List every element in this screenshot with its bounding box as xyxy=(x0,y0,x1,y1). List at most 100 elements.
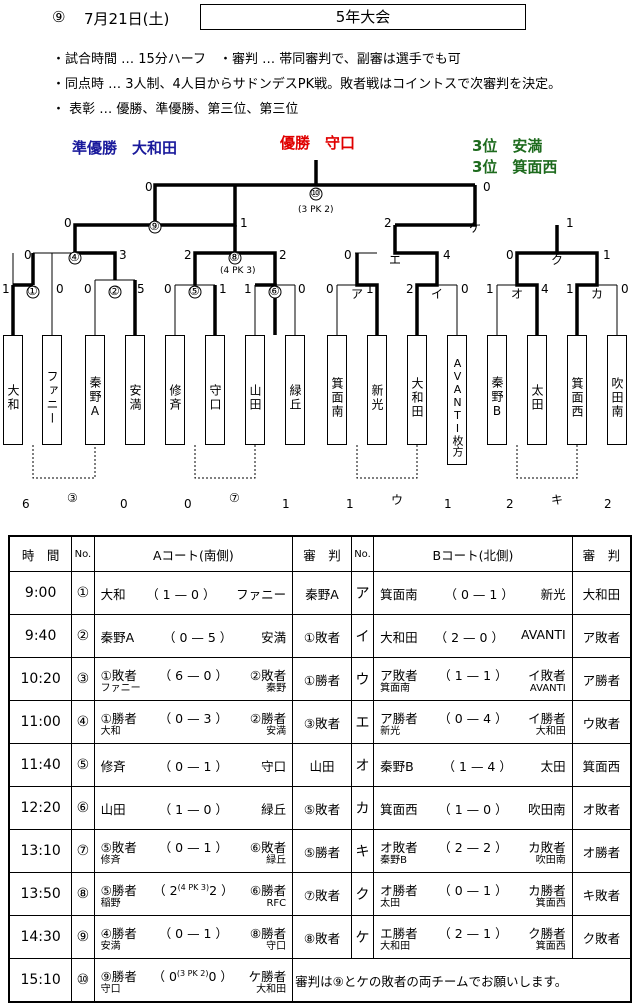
score: 1 xyxy=(282,497,290,511)
team-left: 山田 xyxy=(100,801,126,817)
team-right: ⑥敗者 xyxy=(249,839,287,855)
referee-cell: 秦野A xyxy=(292,571,352,615)
pk-score: (3 PK 2) xyxy=(176,968,209,978)
score: 0 xyxy=(24,248,32,262)
team-right: ファニー xyxy=(236,586,287,602)
tournament-bracket xyxy=(11,160,618,479)
referee-cell: ク敗者 xyxy=(571,915,632,959)
team-box: 秦野A xyxy=(85,335,105,445)
match-score: （ 0 — 3 ） xyxy=(158,710,228,726)
score: 4 xyxy=(443,248,451,262)
referee-cell: ⑦敗者 xyxy=(292,872,352,916)
match-score: （ 1 — 4 ） xyxy=(442,758,512,774)
match-score: （ 2(4 PK 3)2 ） xyxy=(153,880,233,899)
match-line: 大和田（ 2 — 0 ）AVANTI xyxy=(374,627,572,646)
team-right-sub: 大和田 xyxy=(535,725,566,737)
score: 3 xyxy=(119,248,127,262)
page-title: 5年大会 xyxy=(200,4,526,30)
match-score: （ 1 — 0 ） xyxy=(158,801,228,817)
team-right-sub: 箕面西 xyxy=(535,940,566,952)
match-no-cell: ⑦ xyxy=(71,829,95,873)
match-no-cell: カ xyxy=(350,786,375,830)
referee-cell: ア敗者 xyxy=(571,614,632,658)
match-cell: 修斉（ 0 — 1 ）守口 xyxy=(93,743,294,787)
score: 1 xyxy=(2,282,10,296)
match-cell: 秦野B（ 1 — 4 ）太田 xyxy=(373,743,573,787)
match-no-cell: ④ xyxy=(71,700,95,744)
referee-cell: 箕面西 xyxy=(571,743,632,787)
match-subline: 新光大和田 xyxy=(374,725,572,737)
match-subline: 安満守口 xyxy=(95,941,293,952)
score: 2 xyxy=(604,497,612,511)
referee-cell: ③敗者 xyxy=(292,700,352,744)
team-right: イ敗者 xyxy=(528,667,566,683)
team-left: エ勝者 xyxy=(380,925,418,941)
match-score: （ 0 — 1 ） xyxy=(158,925,228,941)
time-cell: 13:50 xyxy=(8,872,73,916)
team-box: 秦野B xyxy=(487,335,507,445)
referee-cell: キ敗者 xyxy=(571,872,632,916)
match-label: イ xyxy=(431,287,444,301)
score-right: 2 ） xyxy=(209,882,234,898)
team-right: イ勝者 xyxy=(528,710,566,726)
pk-label: (4 PK 3) xyxy=(220,266,256,276)
team-right: 緑丘 xyxy=(261,801,287,817)
team-right-sub: RFC xyxy=(266,897,287,909)
table-header-row: 時 間 No. Aコート(南側) 審 判 No. Bコート(北側) 審 判 xyxy=(8,535,632,572)
team-left: オ勝者 xyxy=(380,882,418,898)
team-box: 吹田南 xyxy=(607,335,627,445)
team-name: 秦野A xyxy=(88,376,102,420)
match-score: （ 2 — 2 ） xyxy=(438,839,508,855)
header-time: 時 間 xyxy=(8,535,73,572)
match-line: 大和（ 1 — 0 ）ファニー xyxy=(95,584,293,603)
match-no-cell: ③ xyxy=(71,657,95,701)
match-line: 修斉（ 0 — 1 ）守口 xyxy=(95,756,293,775)
time-cell: 14:30 xyxy=(8,915,73,959)
header-referee: 審 判 xyxy=(571,535,632,572)
pk-score: (4 PK 3) xyxy=(177,882,210,892)
team-right: カ敗者 xyxy=(528,839,566,855)
award-winner: 優勝 守口 xyxy=(280,134,356,152)
referee-cell: ①敗者 xyxy=(292,614,352,658)
score: 0 xyxy=(461,282,469,296)
referee-cell: ア勝者 xyxy=(571,657,632,701)
team-name: AVANTI枚方 xyxy=(451,357,464,457)
team-right-sub: 緑丘 xyxy=(266,854,287,866)
match-score: （ 0 — 4 ） xyxy=(438,710,508,726)
match-score: （ 0 — 1 ） xyxy=(158,839,228,855)
match-label: ア xyxy=(351,287,364,301)
team-box: 大和田 xyxy=(407,335,427,445)
match-cell: ⑤敗者（ 0 — 1 ）⑥敗者修斉緑丘 xyxy=(93,829,294,873)
score-left: （ 0 xyxy=(152,968,177,984)
score-right: 0 ） xyxy=(208,968,233,984)
match-label: ③ xyxy=(67,491,78,505)
match-label: キ xyxy=(551,493,564,507)
team-name: 箕面南 xyxy=(330,377,344,419)
match-label: ウ xyxy=(391,493,404,507)
match-line: ①勝者（ 0 — 3 ）②勝者 xyxy=(95,708,293,727)
team-name: 新光 xyxy=(370,384,384,412)
team-right-sub: 秦野 xyxy=(266,682,287,694)
match-score: （ 0 — 1 ） xyxy=(158,758,228,774)
tournament-number: ⑨ xyxy=(52,8,66,26)
team-left: 箕面南 xyxy=(380,586,418,602)
time-cell: 9:40 xyxy=(8,614,73,658)
match-label: ⑥ xyxy=(269,284,280,298)
team-name: 守口 xyxy=(208,384,222,412)
team-box: AVANTI枚方 xyxy=(447,335,467,465)
match-cell: エ勝者（ 2 — 1 ）ク勝者大和田箕面西 xyxy=(373,915,573,959)
match-label: カ xyxy=(591,287,604,301)
match-line: ⑤勝者（ 2(4 PK 3)2 ）⑥勝者 xyxy=(95,880,293,899)
time-cell: 13:10 xyxy=(8,829,73,873)
match-label: ② xyxy=(109,284,120,298)
score: 2 xyxy=(384,216,392,230)
note-cell: 審判は⑨とケの敗者の両チームでお願いします。 xyxy=(292,958,632,1003)
match-line: ア勝者（ 0 — 4 ）イ勝者 xyxy=(374,708,572,727)
match-line: ⑤敗者 （ 0 — 1 ） ⑥敗者 xyxy=(95,837,293,856)
team-left: ⑤敗者 xyxy=(100,839,137,855)
team-name: 緑丘 xyxy=(288,384,302,412)
